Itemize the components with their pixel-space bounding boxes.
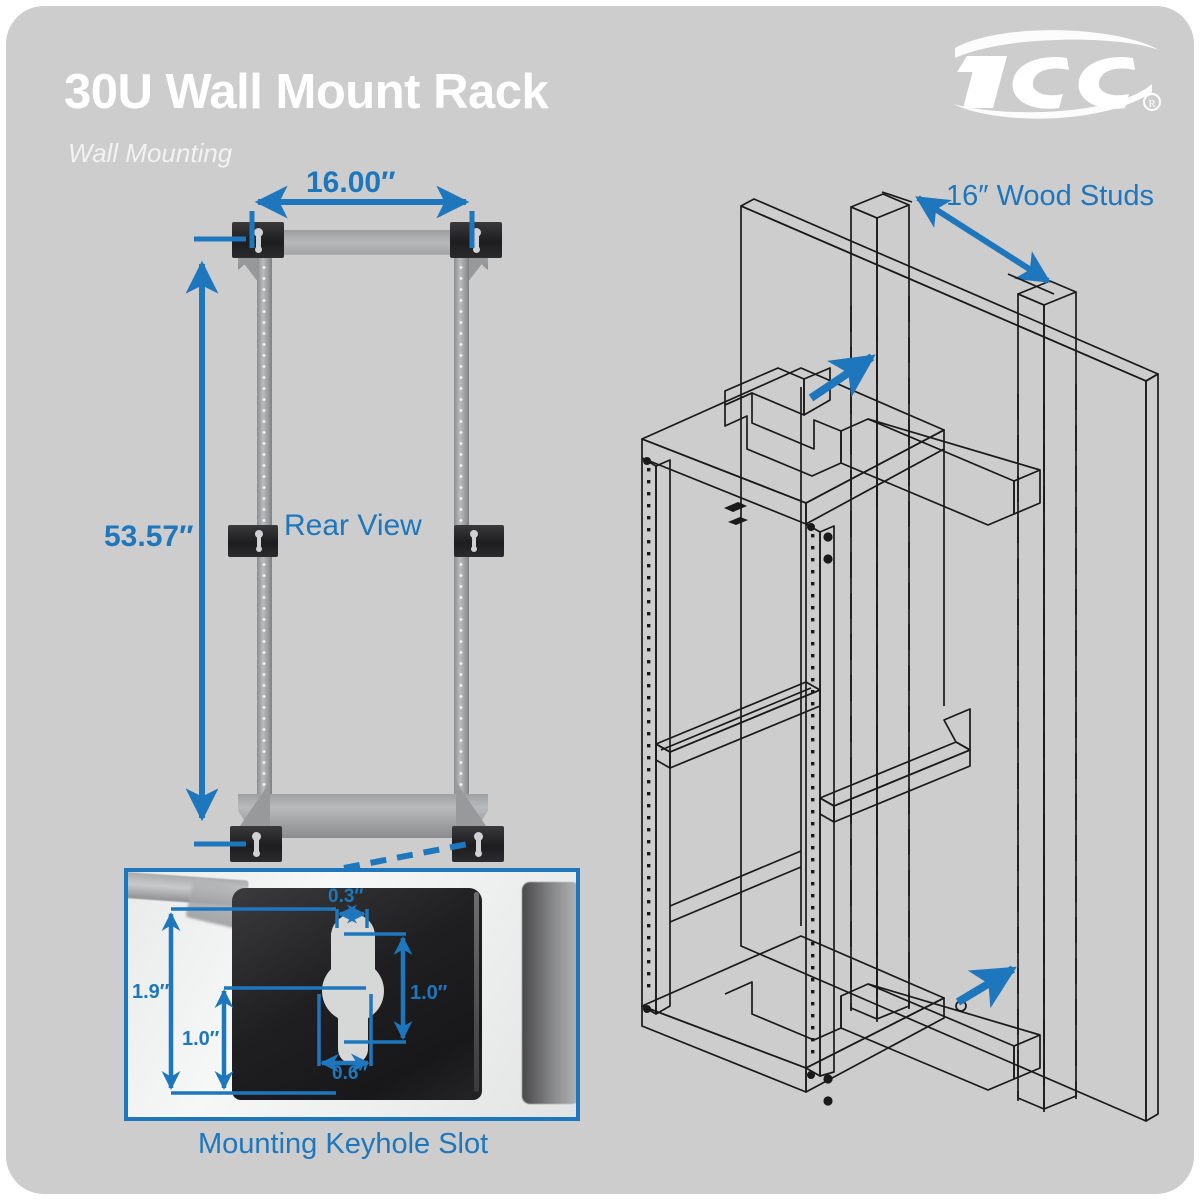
mounting-bracket-mid-right — [454, 525, 504, 557]
isometric-rack — [641, 367, 1041, 1093]
vector-overlay — [185, 185, 1159, 1122]
inset-right-edge — [522, 882, 576, 1104]
inset-bracket-highlight — [474, 892, 479, 1092]
keyhole-dim-slot-height: 1.0″ — [410, 982, 448, 1004]
isometric-rail-punches — [647, 468, 815, 1054]
isometric-fasteners — [643, 457, 967, 1106]
icc-logo: R — [947, 20, 1172, 132]
dimension-width-16 — [249, 185, 475, 248]
wood-studs-label: 16″ Wood Studs — [946, 180, 1155, 212]
keyhole-inset-caption: Mounting Keyhole Slot — [198, 1128, 489, 1160]
dimension-label-height: 53.57″ — [104, 520, 194, 553]
icc-logo-icon: R — [953, 30, 1161, 119]
dimension-height-5357 — [185, 236, 246, 847]
page-subtitle: Wall Mounting — [68, 138, 233, 168]
keyhole-dim-bracket-height: 1.9″ — [132, 981, 170, 1003]
inset-dimensions-overlay — [161, 904, 413, 1095]
svg-text:R: R — [1148, 98, 1156, 110]
mounting-bracket-mid-left — [228, 525, 278, 557]
rear-view-rack — [6, 6, 566, 886]
mounting-bracket-top-right — [450, 222, 502, 258]
dimension-label-width: 16.00″ — [306, 166, 396, 199]
stud-center-lines — [850, 296, 1077, 1112]
dimension-1-9 — [161, 907, 336, 1095]
keyhole-callout-leader — [343, 841, 469, 871]
dimension-0-3 — [335, 904, 369, 928]
wall-plane — [740, 198, 1159, 1122]
keyhole-dim-bracket-offset: 1.0″ — [182, 1028, 220, 1050]
dimension-stud-spacing — [881, 191, 1055, 295]
stud-pointer-arrow-top — [808, 353, 876, 402]
dimension-0-6 — [317, 994, 373, 1073]
rear-view-caption: Rear View — [284, 509, 422, 542]
keyhole-dim-hole-diameter: 0.6″ — [332, 1063, 368, 1084]
dimension-1-0-right — [344, 932, 413, 1044]
stud-pointer-arrow-bottom — [955, 965, 1017, 1009]
keyhole-dim-slot-width: 0.3″ — [328, 886, 364, 907]
content-panel: 30U Wall Mount Rack Wall Mounting R — [6, 6, 1194, 1194]
page-title: 30U Wall Mount Rack — [64, 65, 549, 119]
